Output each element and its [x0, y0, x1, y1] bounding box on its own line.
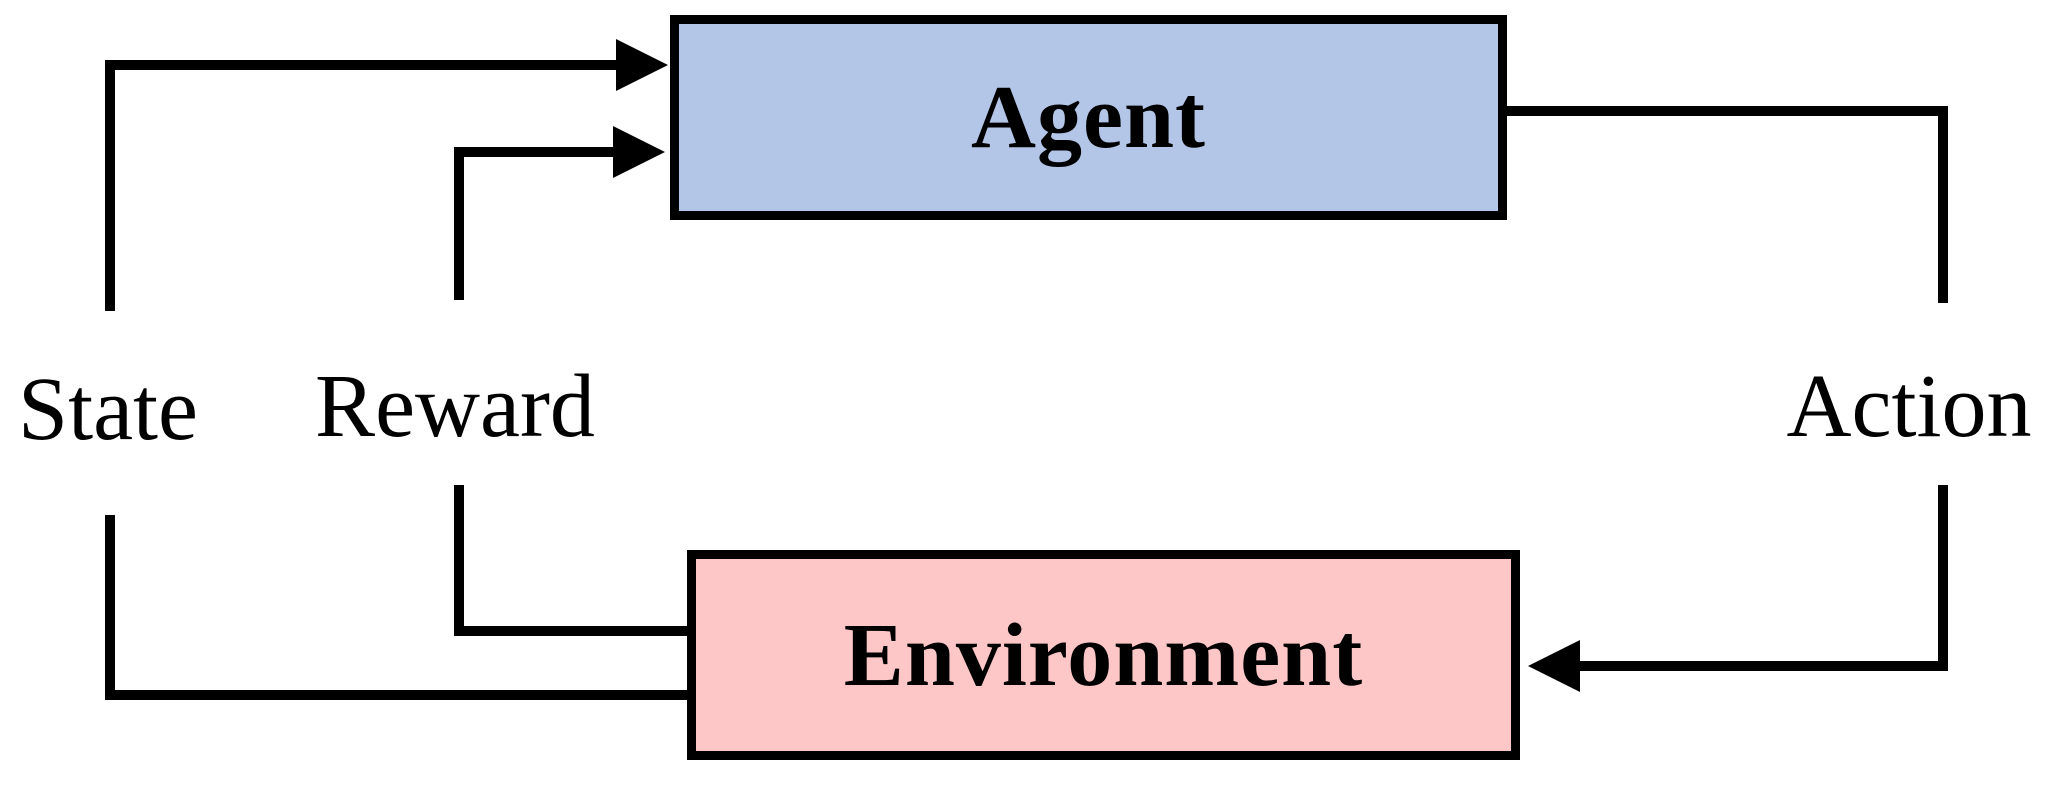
reward-edge-segment-vertical-upper [454, 147, 464, 300]
reward-edge-segment-bottom [454, 626, 687, 636]
state-edge-segment-bottom [105, 690, 687, 700]
reward-edge-segment-vertical-lower [454, 485, 464, 636]
action-edge-segment-bottom [1580, 661, 1948, 671]
state-arrowhead-icon [616, 39, 668, 91]
action-edge-segment-vertical-lower [1938, 485, 1948, 671]
environment-node-label: Environment [843, 605, 1364, 705]
agent-node: Agent [670, 15, 1507, 220]
reward-edge-label: Reward [315, 357, 595, 456]
action-arrowhead-icon [1528, 640, 1580, 692]
action-edge-segment-top [1507, 106, 1948, 116]
state-edge-label: State [18, 360, 198, 459]
state-edge-segment-vertical-lower [105, 515, 115, 700]
state-edge-segment-vertical-upper [105, 60, 115, 311]
reward-arrowhead-icon [613, 126, 665, 178]
reward-edge-segment-top [454, 147, 613, 157]
action-edge-label: Action [1786, 357, 2032, 456]
environment-node: Environment [687, 550, 1520, 760]
action-edge-segment-vertical-upper [1938, 106, 1948, 303]
state-edge-segment-top [105, 60, 616, 70]
agent-node-label: Agent [971, 68, 1206, 167]
